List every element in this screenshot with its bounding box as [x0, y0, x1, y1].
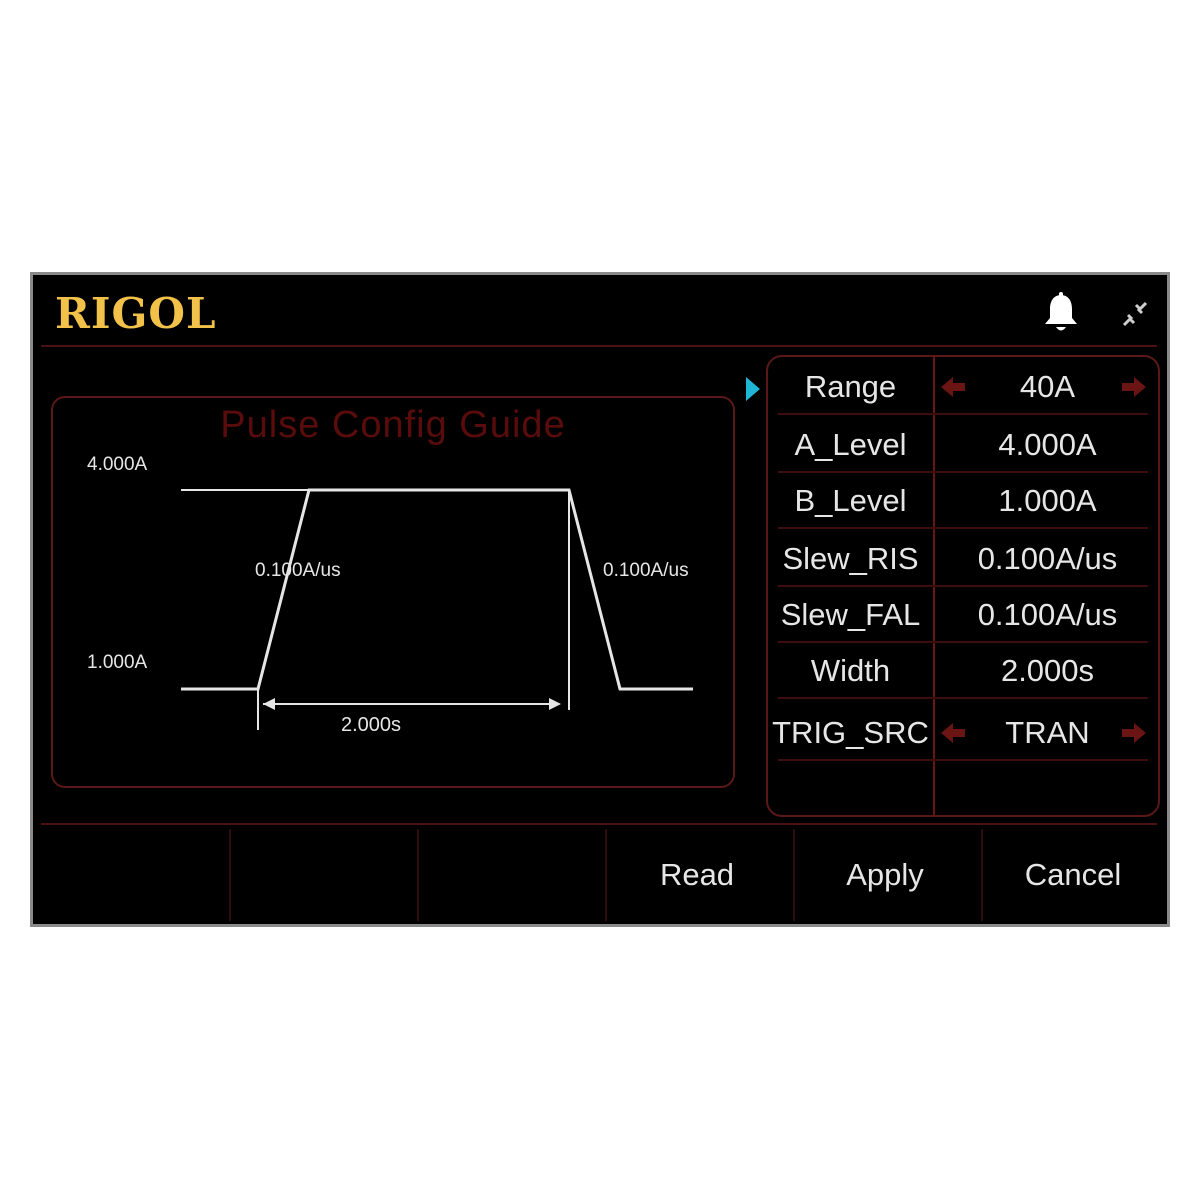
read-button-label: Read [659, 857, 735, 892]
arrow-left-icon[interactable] [941, 723, 965, 743]
softkey-bar: Read Apply Cancel [33, 823, 1167, 924]
row-divider [778, 413, 1148, 415]
param-value[interactable]: 0.100A/us [977, 541, 1118, 576]
read-button[interactable]: Read [603, 827, 791, 923]
high-level-label: 4.000A [87, 454, 148, 475]
parameter-table: Range 40A A_Level 4.000A B_Level 1.000A [766, 355, 1160, 817]
param-row-range[interactable]: Range 40A [768, 359, 1158, 415]
param-value[interactable]: 40A [935, 359, 1160, 415]
param-name: Slew_FAL [780, 597, 921, 632]
row-divider [778, 585, 1148, 587]
param-name: A_Level [794, 427, 907, 462]
pulse-trace [181, 488, 693, 691]
row-divider [778, 641, 1148, 643]
param-row-width[interactable]: Width 2.000s [768, 643, 1158, 699]
cancel-button[interactable]: Cancel [979, 827, 1167, 923]
param-row-slew-ris[interactable]: Slew_RIS 0.100A/us [768, 531, 1158, 587]
param-value-text: 40A [1019, 369, 1076, 404]
bell-icon[interactable] [1041, 291, 1081, 335]
param-name: Width [810, 653, 891, 688]
softkey-3[interactable] [419, 827, 607, 923]
param-row-b-level[interactable]: B_Level 1.000A [768, 473, 1158, 529]
softkey-separator [793, 829, 795, 921]
apply-button-label: Apply [846, 857, 924, 892]
apply-button[interactable]: Apply [791, 827, 979, 923]
softkey-bar-divider [41, 823, 1157, 825]
instrument-screen: RIGOL Pulse Config Guide 4.000A 1.000A [30, 272, 1170, 927]
width-arrow-left [263, 698, 275, 710]
rigol-logo: RIGOL [55, 289, 217, 338]
param-name: B_Level [794, 483, 907, 518]
param-name: TRIG_SRC [772, 715, 929, 750]
rise-slew-label: 0.100A/us [255, 560, 341, 581]
arrow-left-icon[interactable] [941, 377, 965, 397]
top-bar: RIGOL [33, 275, 1167, 347]
guide-title: Pulse Config Guide [220, 404, 566, 446]
param-row-a-level[interactable]: A_Level 4.000A [768, 417, 1158, 473]
param-value[interactable]: 4.000A [998, 427, 1097, 462]
softkey-separator [605, 829, 607, 921]
row-divider [778, 759, 1148, 761]
softkey-separator [417, 829, 419, 921]
low-level-label: 1.000A [87, 652, 148, 673]
fall-slew-label: 0.100A/us [603, 560, 689, 581]
pulse-config-guide-panel: Pulse Config Guide 4.000A 1.000A 2.000s … [51, 396, 735, 788]
softkey-2[interactable] [231, 827, 419, 923]
selection-pointer-icon [746, 377, 760, 401]
header-divider [41, 345, 1157, 347]
softkey-1[interactable] [41, 827, 229, 923]
arrow-right-icon[interactable] [1122, 377, 1146, 397]
connection-icon[interactable] [1118, 297, 1152, 331]
softkey-separator [229, 829, 231, 921]
row-divider [778, 697, 1148, 699]
param-value[interactable]: 1.000A [998, 483, 1097, 518]
param-value-text: TRAN [1005, 715, 1090, 750]
width-arrow-right [549, 698, 561, 710]
param-value[interactable]: 0.100A/us [977, 597, 1118, 632]
param-name: Range [804, 369, 897, 404]
softkey-separator [981, 829, 983, 921]
param-row-slew-fal[interactable]: Slew_FAL 0.100A/us [768, 587, 1158, 643]
param-name: Slew_RIS [782, 541, 919, 576]
width-label: 2.000s [341, 714, 401, 736]
pulse-waveform-diagram: 4.000A 1.000A 2.000s 0.100A/us 0.100A/us [87, 454, 693, 736]
param-row-trig-src[interactable]: TRIG_SRC TRAN [768, 705, 1158, 761]
arrow-right-icon[interactable] [1122, 723, 1146, 743]
param-value[interactable]: 2.000s [1000, 653, 1095, 688]
row-divider [778, 527, 1148, 529]
cancel-button-label: Cancel [1024, 857, 1122, 892]
param-value[interactable]: TRAN [935, 705, 1160, 761]
row-divider [778, 471, 1148, 473]
